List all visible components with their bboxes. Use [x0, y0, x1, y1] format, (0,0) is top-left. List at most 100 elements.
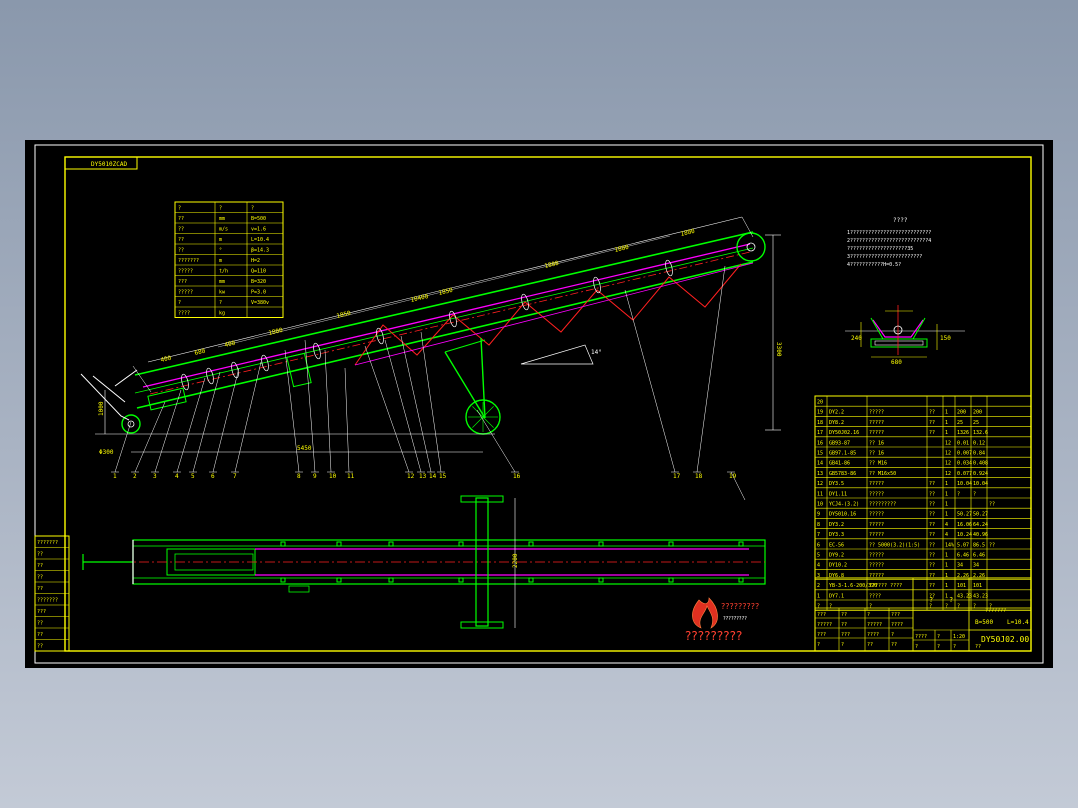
- logo-text: ?????????: [721, 602, 759, 611]
- side-block-cell: ???????: [37, 540, 58, 546]
- bom-cell: 43.23: [973, 593, 988, 599]
- bom-cell: 1: [945, 593, 948, 599]
- title-block-cell: ????: [867, 632, 879, 638]
- bom-cell: DY2.2: [829, 410, 844, 416]
- top-dim-label: 400: [224, 340, 237, 349]
- title-block-cell: ???: [817, 632, 826, 638]
- bom-cell: DY7.1: [829, 593, 844, 599]
- belt-line: [142, 243, 751, 388]
- bom-cell: ?????????: [869, 502, 896, 508]
- bom-cell: ?????: [869, 430, 884, 436]
- title-desc: ???????: [985, 608, 1006, 614]
- bom-cell: 12: [945, 451, 951, 457]
- top-dim-label: 1850: [438, 287, 454, 297]
- bom-cell: ?: [829, 604, 832, 610]
- qmark-2: ?: [949, 596, 953, 604]
- plan-idler: [598, 577, 604, 583]
- cross-section-view: 680 240 150: [845, 305, 965, 366]
- bom-cell: 34: [973, 563, 979, 569]
- bom-cell: 1: [945, 512, 948, 518]
- spec-cell: ??: [178, 216, 184, 222]
- spec-cell: P=3.0: [251, 290, 266, 296]
- logo-caption: ?????????: [685, 629, 742, 643]
- bom-cell: 64.24: [973, 522, 988, 528]
- spec-cell: t/h: [219, 269, 228, 275]
- bom-cell: ?: [957, 604, 960, 610]
- bom-cell: DY10.2: [829, 563, 847, 569]
- plan-idler: [336, 577, 342, 583]
- idler: [181, 373, 189, 391]
- plan-idler: [598, 541, 604, 547]
- spec-cell: H=2: [251, 258, 260, 264]
- bom-cell: ????: [869, 593, 881, 599]
- bom-cell: ?????: [869, 491, 884, 497]
- sheet-tag-box: [64, 156, 138, 170]
- wheel-dim: Φ300: [99, 449, 114, 456]
- balloon-label: 17: [673, 473, 681, 480]
- balloon-label: 15: [439, 473, 447, 480]
- side-block-cell: ??: [37, 552, 43, 558]
- bom-cell: 34: [957, 563, 963, 569]
- side-block: ???????????????????????????????: [34, 535, 70, 652]
- top-dim-label: 1800: [544, 260, 560, 270]
- bom-cell: 18: [817, 420, 823, 426]
- plan-idler: [280, 541, 286, 547]
- balloon-label: 4: [175, 473, 179, 480]
- balloon-label: 12: [407, 473, 415, 480]
- logo: ????????? ????????? ?????????: [685, 597, 759, 643]
- flame-icon: [692, 597, 718, 629]
- balloon-label: 8: [297, 473, 301, 480]
- bom-cell: 0.12: [973, 440, 985, 446]
- bom-cell: 9: [817, 512, 820, 518]
- bom-cell: 11: [817, 491, 823, 497]
- spec-cell: ???: [178, 279, 187, 285]
- bom-cell: 1: [817, 593, 820, 599]
- bom-cell: GB93-87: [829, 440, 850, 446]
- bom-cell: ?: [817, 604, 820, 610]
- bom-cell: ?? 16: [869, 451, 884, 457]
- plan-idler: [388, 541, 394, 547]
- side-block-cell: ??: [37, 563, 43, 569]
- bom-cell: ?????: [869, 522, 884, 528]
- bom-cell: YB-3-1.6-200/320: [829, 583, 877, 589]
- bom-cell: ??: [929, 573, 935, 579]
- spec-cell: L=10.4: [251, 237, 269, 243]
- bom-cell: 1326: [957, 430, 969, 436]
- bom-cell: 7: [817, 532, 820, 538]
- idler: [665, 259, 673, 277]
- bom-cell: 0.84: [973, 451, 985, 457]
- bom-cell: ?: [989, 604, 992, 610]
- title-number: DY50J02.00: [981, 635, 1029, 644]
- spec-cell: kg: [219, 311, 225, 317]
- title-block-cell: ????: [915, 634, 927, 640]
- spec-cell: V=380v: [251, 300, 269, 306]
- bom-cell: ?: [945, 604, 948, 610]
- idler: [593, 276, 601, 294]
- plan-idler: [668, 577, 674, 583]
- spec-cell: v=1.6: [251, 227, 266, 233]
- bom-cell: ??: [989, 502, 995, 508]
- bom-cell: 1: [945, 430, 948, 436]
- bom-cell: ?????: [869, 532, 884, 538]
- bom-cell: GB97.1-85: [829, 451, 856, 457]
- title-block-cell: ?????: [817, 622, 832, 628]
- head-drum: [736, 232, 766, 262]
- bom-cell: 3: [817, 573, 820, 579]
- note-line-5: 4???????????H=0.5?: [847, 262, 901, 268]
- bom-cell: ??: [929, 512, 935, 518]
- top-dim-label: 1800: [268, 327, 284, 337]
- spec-cell: kw: [219, 290, 226, 296]
- bom-cell: 19: [817, 410, 823, 416]
- balloon-label: 18: [695, 473, 703, 480]
- bom-cell: ??: [929, 502, 935, 508]
- title-block-cell: ?: [841, 642, 844, 648]
- top-dim-label: 400: [160, 355, 173, 364]
- idler: [376, 327, 384, 345]
- title-block-cell: ???: [841, 632, 850, 638]
- bom-cell: 40.96: [973, 532, 988, 538]
- spec-cell: ???????: [178, 258, 199, 264]
- bom-cell: ?????? ????: [869, 583, 902, 589]
- plan-idler: [738, 541, 744, 547]
- bom-cell: 20: [817, 400, 823, 406]
